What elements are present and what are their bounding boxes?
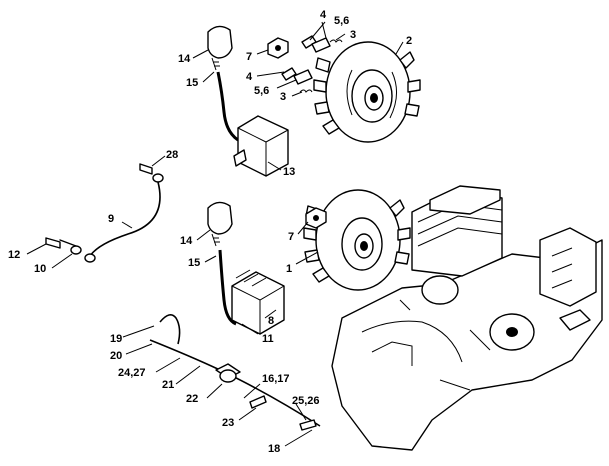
label-2526: 25,26 (292, 395, 320, 407)
label-22: 22 (186, 393, 198, 405)
label-13: 13 (283, 166, 295, 178)
label-4-upper: 4 (320, 9, 327, 21)
ignition-lead-upper (216, 71, 239, 142)
short-circuit-wire (45, 163, 164, 263)
upper-flywheel (313, 41, 421, 143)
label-15-upper: 15 (186, 77, 198, 89)
label-28: 28 (166, 149, 178, 161)
label-14-upper: 14 (178, 53, 191, 65)
ground-wire-harness (149, 314, 321, 431)
label-4-lower: 4 (246, 71, 253, 83)
label-2: 2 (406, 35, 412, 47)
label-18: 18 (268, 443, 280, 455)
label-9: 9 (108, 213, 114, 225)
label-7-upper: 7 (246, 51, 252, 63)
spark-plug-boot-lower (207, 201, 233, 247)
label-56-upper: 5,6 (334, 15, 349, 27)
label-56-lower: 5,6 (254, 85, 269, 97)
label-19: 19 (110, 333, 122, 345)
engine-crankcase (331, 185, 603, 451)
label-12: 12 (8, 249, 20, 261)
spark-plug-boot-upper (207, 25, 233, 71)
label-23: 23 (222, 417, 234, 429)
nut-upper (267, 37, 289, 59)
ignition-module-lower (231, 269, 285, 335)
callout-labels: 14 15 7 4 5,6 3 2 4 5,6 3 13 28 9 12 10 … (8, 9, 412, 455)
leader-lines (26, 21, 404, 447)
label-3-lower: 3 (280, 91, 286, 103)
ignition-lead-lower (218, 249, 237, 326)
ignition-module-upper (233, 115, 289, 177)
label-14-lower: 14 (180, 235, 193, 247)
label-10: 10 (34, 263, 46, 275)
label-20: 20 (110, 350, 122, 362)
lower-flywheel (303, 189, 411, 291)
label-1617: 16,17 (262, 373, 290, 385)
label-21: 21 (162, 379, 174, 391)
label-2427: 24,27 (118, 367, 146, 379)
pawl-assembly-upper (301, 35, 343, 53)
label-8: 8 (268, 315, 274, 327)
label-7-lower: 7 (288, 231, 294, 243)
pawl-assembly-lower (281, 67, 313, 93)
label-1: 1 (286, 263, 292, 275)
label-3-upper: 3 (350, 29, 356, 41)
label-11: 11 (262, 333, 274, 345)
label-15-lower: 15 (188, 257, 200, 269)
